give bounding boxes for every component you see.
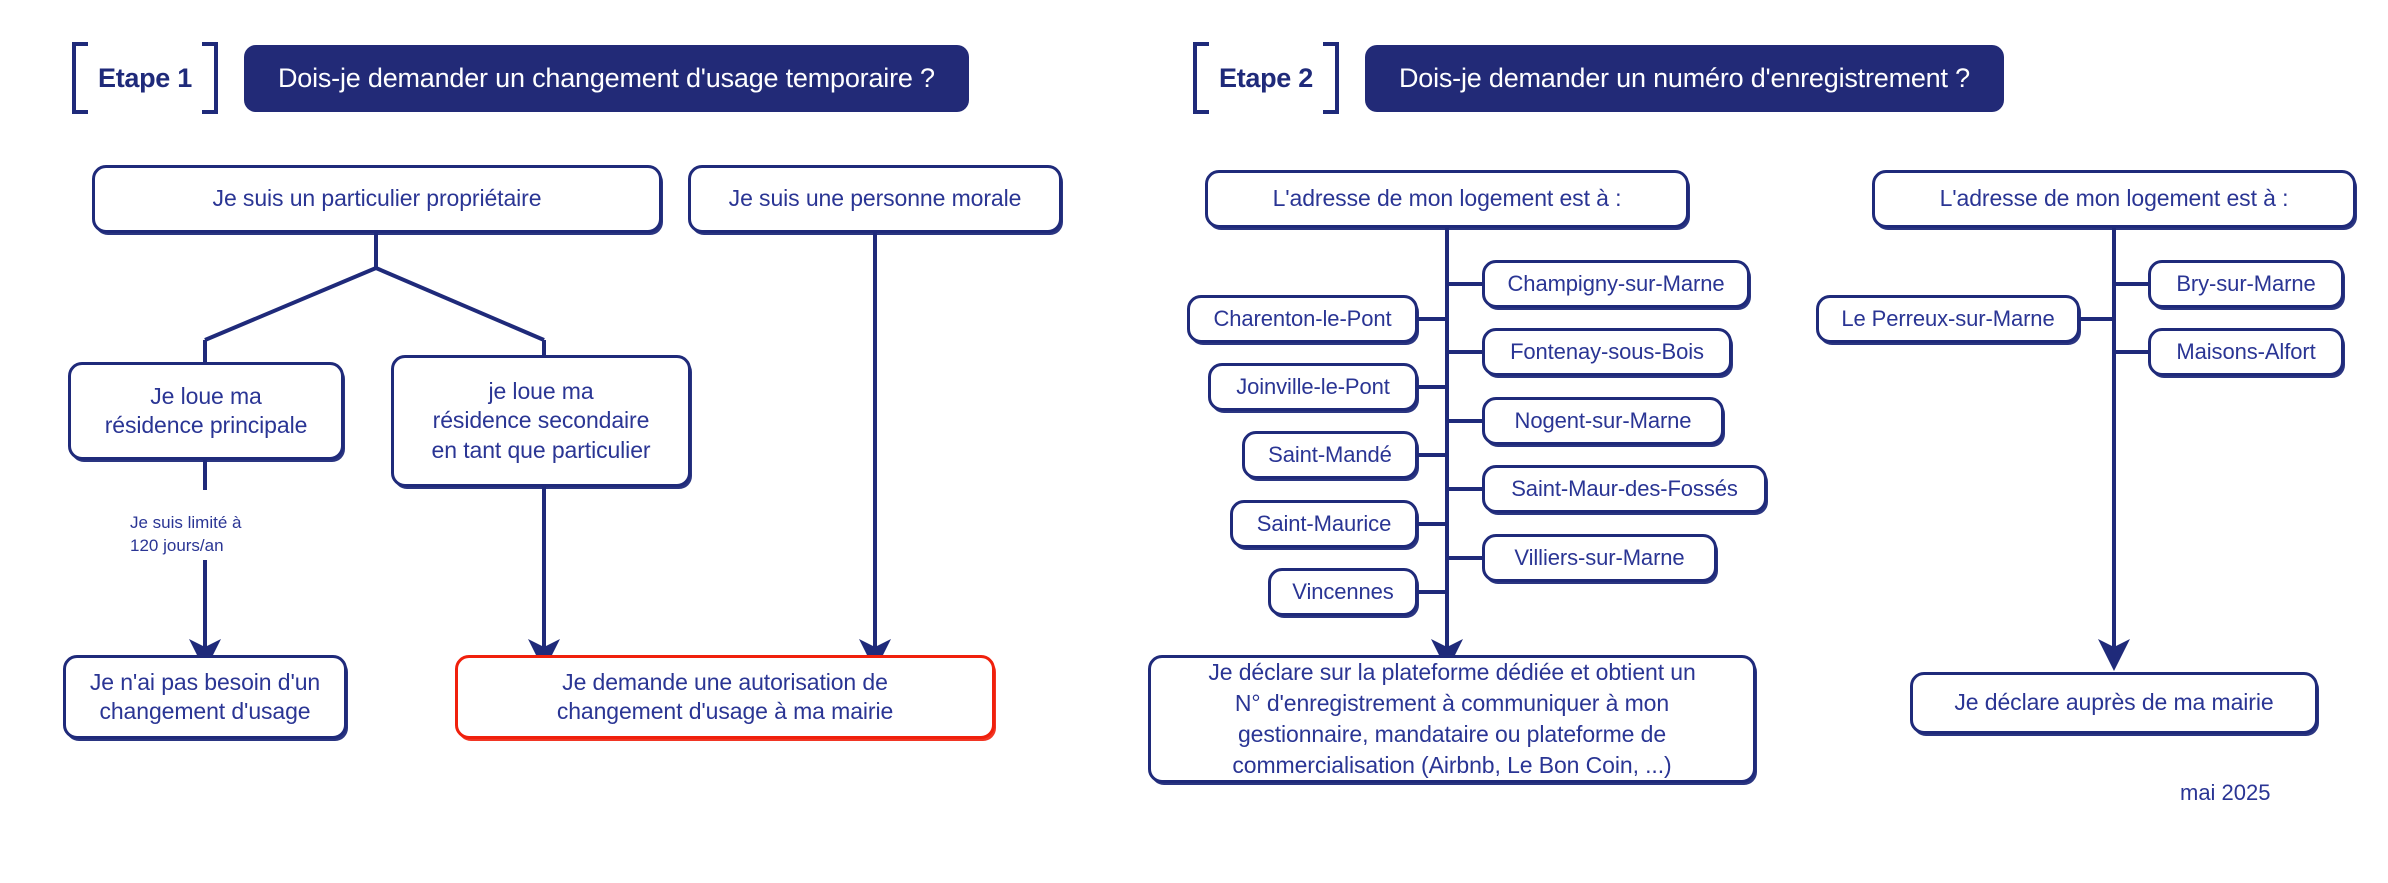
node-label: L'adresse de mon logement est à :	[1939, 185, 2289, 212]
note-text: Je suis limité à 120 jours/an	[130, 512, 242, 555]
step2-header: Etape 2 Dois-je demander un numéro d'enr…	[1193, 42, 2004, 114]
step1-banner: Dois-je demander un changement d'usage t…	[243, 44, 969, 112]
city-saint-mande[interactable]: Saint-Mandé	[1242, 431, 1418, 479]
step1-header: Etape 1 Dois-je demander un changement d…	[72, 42, 969, 114]
city-champigny-sur-marne[interactable]: Champigny-sur-Marne	[1482, 260, 1750, 308]
node-adresse-logement-a[interactable]: L'adresse de mon logement est à :	[1205, 170, 1689, 228]
city-label: Bry-sur-Marne	[2176, 270, 2316, 296]
city-label: Maisons-Alfort	[2176, 338, 2316, 364]
step1-badge: Etape 1	[72, 42, 218, 114]
node-label: Je loue ma résidence principale	[104, 382, 308, 438]
node-label: Je demande une autorisation de changemen…	[556, 668, 894, 724]
city-charenton-le-pont[interactable]: Charenton-le-Pont	[1187, 295, 1418, 343]
node-label: je loue ma résidence secondaire en tant …	[431, 377, 651, 463]
node-pas-besoin-changement[interactable]: Je n'ai pas besoin d'un changement d'usa…	[63, 655, 347, 739]
step2-badge: Etape 2	[1193, 42, 1339, 114]
city-label: Saint-Maur-des-Fossés	[1511, 475, 1738, 501]
node-personne-morale[interactable]: Je suis une personne morale	[688, 165, 1062, 233]
city-label: Nogent-sur-Marne	[1514, 407, 1692, 433]
node-demande-autorisation[interactable]: Je demande une autorisation de changemen…	[455, 655, 995, 739]
note-limite-120-jours: Je suis limité à 120 jours/an	[130, 489, 241, 558]
city-label: Charenton-le-Pont	[1213, 305, 1392, 331]
step2-badge-label: Etape 2	[1219, 62, 1313, 93]
city-villiers-sur-marne[interactable]: Villiers-sur-Marne	[1482, 534, 1717, 582]
city-saint-maur-des-fosses[interactable]: Saint-Maur-des-Fossés	[1482, 465, 1767, 513]
city-label: Fontenay-sous-Bois	[1510, 338, 1704, 364]
city-saint-maurice[interactable]: Saint-Maurice	[1230, 500, 1418, 548]
city-le-perreux-sur-marne[interactable]: Le Perreux-sur-Marne	[1816, 295, 2080, 343]
node-label: Je suis une personne morale	[728, 185, 1022, 212]
node-adresse-logement-b[interactable]: L'adresse de mon logement est à :	[1872, 170, 2356, 228]
node-label: Je n'ai pas besoin d'un changement d'usa…	[89, 668, 321, 724]
city-label: Saint-Mandé	[1268, 441, 1392, 467]
city-vincennes[interactable]: Vincennes	[1268, 568, 1418, 616]
city-fontenay-sous-bois[interactable]: Fontenay-sous-Bois	[1482, 328, 1732, 376]
node-label: Je déclare auprès de ma mairie	[1954, 689, 2274, 716]
node-declare-aupres-mairie[interactable]: Je déclare auprès de ma mairie	[1910, 672, 2318, 734]
node-particulier-proprietaire[interactable]: Je suis un particulier propriétaire	[92, 165, 662, 233]
city-label: Vincennes	[1292, 578, 1394, 604]
city-label: Le Perreux-sur-Marne	[1841, 305, 2055, 331]
step1-badge-label: Etape 1	[98, 62, 192, 93]
node-label: Je suis un particulier propriétaire	[212, 185, 542, 212]
city-bry-sur-marne[interactable]: Bry-sur-Marne	[2148, 260, 2344, 308]
node-label: L'adresse de mon logement est à :	[1272, 185, 1622, 212]
city-label: Villiers-sur-Marne	[1514, 544, 1685, 570]
document-date: mai 2025	[2180, 780, 2271, 805]
city-maisons-alfort[interactable]: Maisons-Alfort	[2148, 328, 2344, 376]
city-joinville-le-pont[interactable]: Joinville-le-Pont	[1208, 363, 1418, 411]
node-label: Je déclare sur la plateforme dédiée et o…	[1208, 659, 1696, 778]
node-declare-plateforme-dediee[interactable]: Je déclare sur la plateforme dédiée et o…	[1148, 655, 1756, 783]
city-nogent-sur-marne[interactable]: Nogent-sur-Marne	[1482, 397, 1724, 445]
city-label: Joinville-le-Pont	[1236, 373, 1390, 399]
city-label: Saint-Maurice	[1256, 510, 1392, 536]
step2-banner: Dois-je demander un numéro d'enregistrem…	[1364, 44, 2004, 112]
node-residence-secondaire[interactable]: je loue ma résidence secondaire en tant …	[391, 355, 691, 487]
node-residence-principale[interactable]: Je loue ma résidence principale	[68, 362, 344, 460]
city-label: Champigny-sur-Marne	[1507, 270, 1725, 296]
